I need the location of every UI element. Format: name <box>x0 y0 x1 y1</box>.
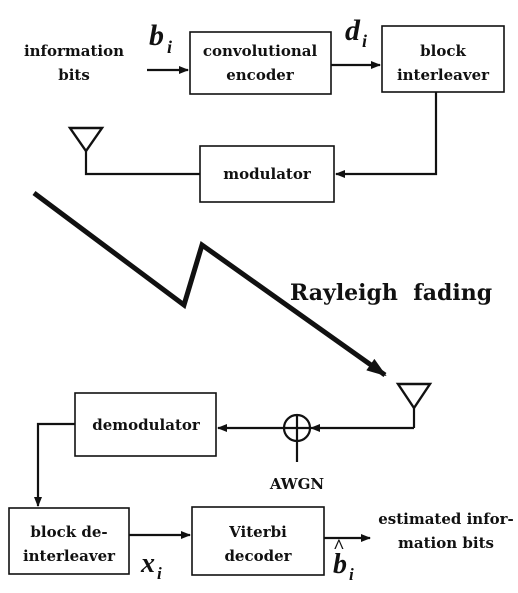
symbol-d-subscript: i <box>362 31 367 51</box>
output-label-line2: mation bits <box>398 534 494 552</box>
convolutional-encoder-block: convolutional encoder <box>189 31 332 95</box>
output-label-line1: estimated infor- <box>378 510 514 528</box>
interleaver-label-line1: block <box>420 42 466 60</box>
encoder-label-line1: convolutional <box>203 42 318 60</box>
interleaver-box <box>381 25 505 93</box>
noise-adder-icon <box>282 413 312 443</box>
demodulator-box <box>74 392 217 457</box>
symbol-b-hat-subscript: i <box>349 565 354 584</box>
arrow-interleaver-to-modulator <box>335 92 438 178</box>
symbol-d: d <box>345 14 361 47</box>
block-deinterleaver-block: block de- interleaver <box>8 507 130 575</box>
deinterleaver-label-line1: block de- <box>30 523 107 541</box>
transmit-antenna-icon <box>67 126 105 154</box>
modulator-label: modulator <box>223 165 312 183</box>
symbol-b-hat: b <box>333 549 347 580</box>
symbol-b-hat-i: b ^ i <box>333 536 354 584</box>
interleaver-label-line2: interleaver <box>397 66 490 84</box>
encoder-box <box>189 31 332 95</box>
decoder-label-line1: Viterbi <box>228 523 287 541</box>
symbol-b-i: b i <box>149 19 172 57</box>
output-label: estimated infor- mation bits <box>378 510 514 552</box>
symbol-d-i: d i <box>345 14 367 51</box>
decoder-box <box>191 506 325 576</box>
rayleigh-fading-channel-arrow <box>32 190 387 378</box>
encoder-label-line2: encoder <box>226 66 295 84</box>
demodulator-block: demodulator <box>74 392 217 457</box>
wire-modulator-to-antenna <box>84 151 200 176</box>
decoder-label-line2: decoder <box>224 547 292 565</box>
symbol-x-i: x i <box>140 548 162 583</box>
symbol-x-subscript: i <box>157 564 162 583</box>
block-interleaver-block: block interleaver <box>381 25 505 93</box>
arrow-demodulator-to-deinterleaver <box>34 422 75 507</box>
demodulator-label: demodulator <box>92 416 201 434</box>
receive-antenna-icon <box>395 382 433 411</box>
viterbi-decoder-block: Viterbi decoder <box>191 506 325 576</box>
channel-label: Rayleigh fading <box>290 280 492 306</box>
symbol-x: x <box>140 548 155 579</box>
deinterleaver-label-line2: interleaver <box>23 547 116 565</box>
input-label: information bits <box>24 42 124 84</box>
input-label-line1: information <box>24 42 124 60</box>
modulator-block: modulator <box>199 145 335 203</box>
deinterleaver-box <box>8 507 130 575</box>
symbol-hat-accent: ^ <box>333 536 344 558</box>
symbol-b: b <box>149 19 164 52</box>
input-label-line2: bits <box>58 66 90 84</box>
symbol-b-subscript: i <box>167 37 172 57</box>
awgn-label: AWGN <box>269 475 325 493</box>
